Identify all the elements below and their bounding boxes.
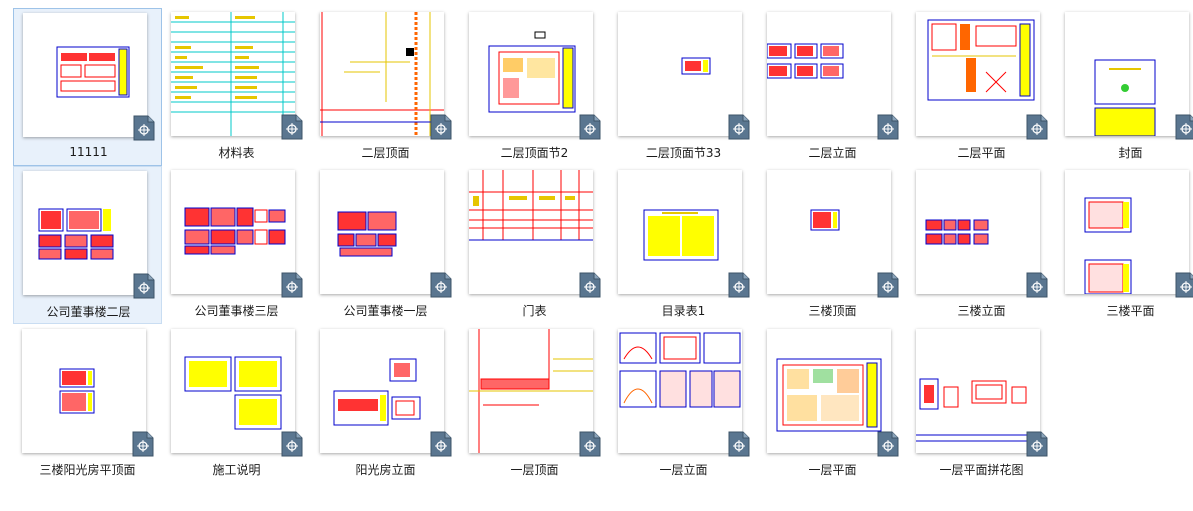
drawing-thumbnail xyxy=(171,170,295,294)
dwg-file-icon xyxy=(877,114,899,140)
file-item[interactable]: 二层顶面节2 xyxy=(460,8,609,166)
drawing-thumbnail xyxy=(320,329,444,453)
drawing-thumbnail xyxy=(1065,12,1189,136)
dwg-file-icon xyxy=(1026,114,1048,140)
dwg-file-icon xyxy=(728,114,750,140)
file-name: 二层顶面节33 xyxy=(645,146,722,160)
file-item[interactable]: 二层顶面节33 xyxy=(609,8,758,166)
dwg-file-icon xyxy=(579,114,601,140)
dwg-file-icon xyxy=(877,431,899,457)
dwg-file-icon xyxy=(1026,272,1048,298)
drawing-thumbnail xyxy=(469,12,593,136)
file-name: 三楼阳光房平顶面 xyxy=(39,463,136,477)
file-name: 公司董事楼一层 xyxy=(343,304,428,318)
drawing-thumbnail xyxy=(469,170,593,294)
drawing-thumbnail xyxy=(767,170,891,294)
file-item[interactable]: 二层立面 xyxy=(758,8,907,166)
file-name: 公司董事楼三层 xyxy=(194,304,279,318)
file-name: 二层顶面 xyxy=(361,146,410,160)
drawing-thumbnail xyxy=(320,12,444,136)
file-name: 封面 xyxy=(1118,146,1143,160)
dwg-file-icon xyxy=(281,114,303,140)
dwg-file-icon xyxy=(1175,114,1193,140)
file-name: 阳光房立面 xyxy=(355,463,416,477)
file-item[interactable]: 三楼阳光房平顶面 xyxy=(13,325,162,483)
dwg-file-icon xyxy=(430,114,452,140)
dwg-file-icon xyxy=(1026,431,1048,457)
dwg-file-icon xyxy=(1175,272,1193,298)
file-item[interactable]: 一层立面 xyxy=(609,325,758,483)
file-name: 门表 xyxy=(522,304,547,318)
file-name: 一层平面 xyxy=(808,463,857,477)
drawing-thumbnail xyxy=(469,329,593,453)
file-item[interactable]: 三楼平面 xyxy=(1056,166,1193,324)
drawing-thumbnail xyxy=(618,12,742,136)
file-item[interactable]: 公司董事楼二层 xyxy=(13,166,162,324)
file-name: 三楼顶面 xyxy=(808,304,857,318)
drawing-thumbnail xyxy=(320,170,444,294)
file-item[interactable]: 阳光房立面 xyxy=(311,325,460,483)
drawing-thumbnail xyxy=(618,170,742,294)
dwg-file-icon xyxy=(133,273,155,299)
dwg-file-icon xyxy=(430,431,452,457)
drawing-thumbnail xyxy=(916,12,1040,136)
file-item[interactable]: 目录表1 xyxy=(609,166,758,324)
file-name: 二层立面 xyxy=(808,146,857,160)
file-name: 11111 xyxy=(69,145,108,159)
file-item[interactable]: 封面 xyxy=(1056,8,1193,166)
drawing-thumbnail xyxy=(1065,170,1189,294)
drawing-thumbnail xyxy=(171,12,295,136)
dwg-file-icon xyxy=(430,272,452,298)
dwg-file-icon xyxy=(281,431,303,457)
dwg-file-icon xyxy=(728,272,750,298)
file-name: 一层顶面 xyxy=(510,463,559,477)
file-name: 公司董事楼二层 xyxy=(46,305,131,319)
drawing-thumbnail xyxy=(23,171,147,295)
drawing-thumbnail xyxy=(916,170,1040,294)
file-item[interactable]: 一层平面拼花图 xyxy=(907,325,1056,483)
dwg-file-icon xyxy=(281,272,303,298)
dwg-file-icon xyxy=(877,272,899,298)
drawing-thumbnail xyxy=(23,13,147,137)
drawing-thumbnail xyxy=(767,12,891,136)
file-name: 二层顶面节2 xyxy=(500,146,569,160)
file-name: 目录表1 xyxy=(661,304,706,318)
dwg-file-icon xyxy=(728,431,750,457)
drawing-thumbnail xyxy=(171,329,295,453)
file-item[interactable]: 一层顶面 xyxy=(460,325,609,483)
file-name: 材料表 xyxy=(218,146,255,160)
file-name: 三楼平面 xyxy=(1106,304,1155,318)
file-item[interactable]: 公司董事楼三层 xyxy=(162,166,311,324)
drawing-thumbnail xyxy=(22,329,146,453)
drawing-thumbnail xyxy=(767,329,891,453)
file-item[interactable]: 施工说明 xyxy=(162,325,311,483)
file-item[interactable]: 三楼顶面 xyxy=(758,166,907,324)
drawing-thumbnail xyxy=(916,329,1040,453)
dwg-file-icon xyxy=(133,115,155,141)
dwg-file-icon xyxy=(579,272,601,298)
dwg-file-icon xyxy=(579,431,601,457)
dwg-file-icon xyxy=(132,431,154,457)
file-name: 施工说明 xyxy=(212,463,261,477)
file-name: 三楼立面 xyxy=(957,304,1006,318)
file-name: 一层立面 xyxy=(659,463,708,477)
file-name: 二层平面 xyxy=(957,146,1006,160)
file-item[interactable]: 11111 xyxy=(13,8,162,166)
file-item[interactable]: 三楼立面 xyxy=(907,166,1056,324)
file-item[interactable]: 一层平面 xyxy=(758,325,907,483)
file-item[interactable]: 门表 xyxy=(460,166,609,324)
file-item[interactable]: 公司董事楼一层 xyxy=(311,166,460,324)
file-item[interactable]: 二层平面 xyxy=(907,8,1056,166)
file-item[interactable]: 材料表 xyxy=(162,8,311,166)
file-name: 一层平面拼花图 xyxy=(939,463,1024,477)
file-item[interactable]: 二层顶面 xyxy=(311,8,460,166)
drawing-thumbnail xyxy=(618,329,742,453)
